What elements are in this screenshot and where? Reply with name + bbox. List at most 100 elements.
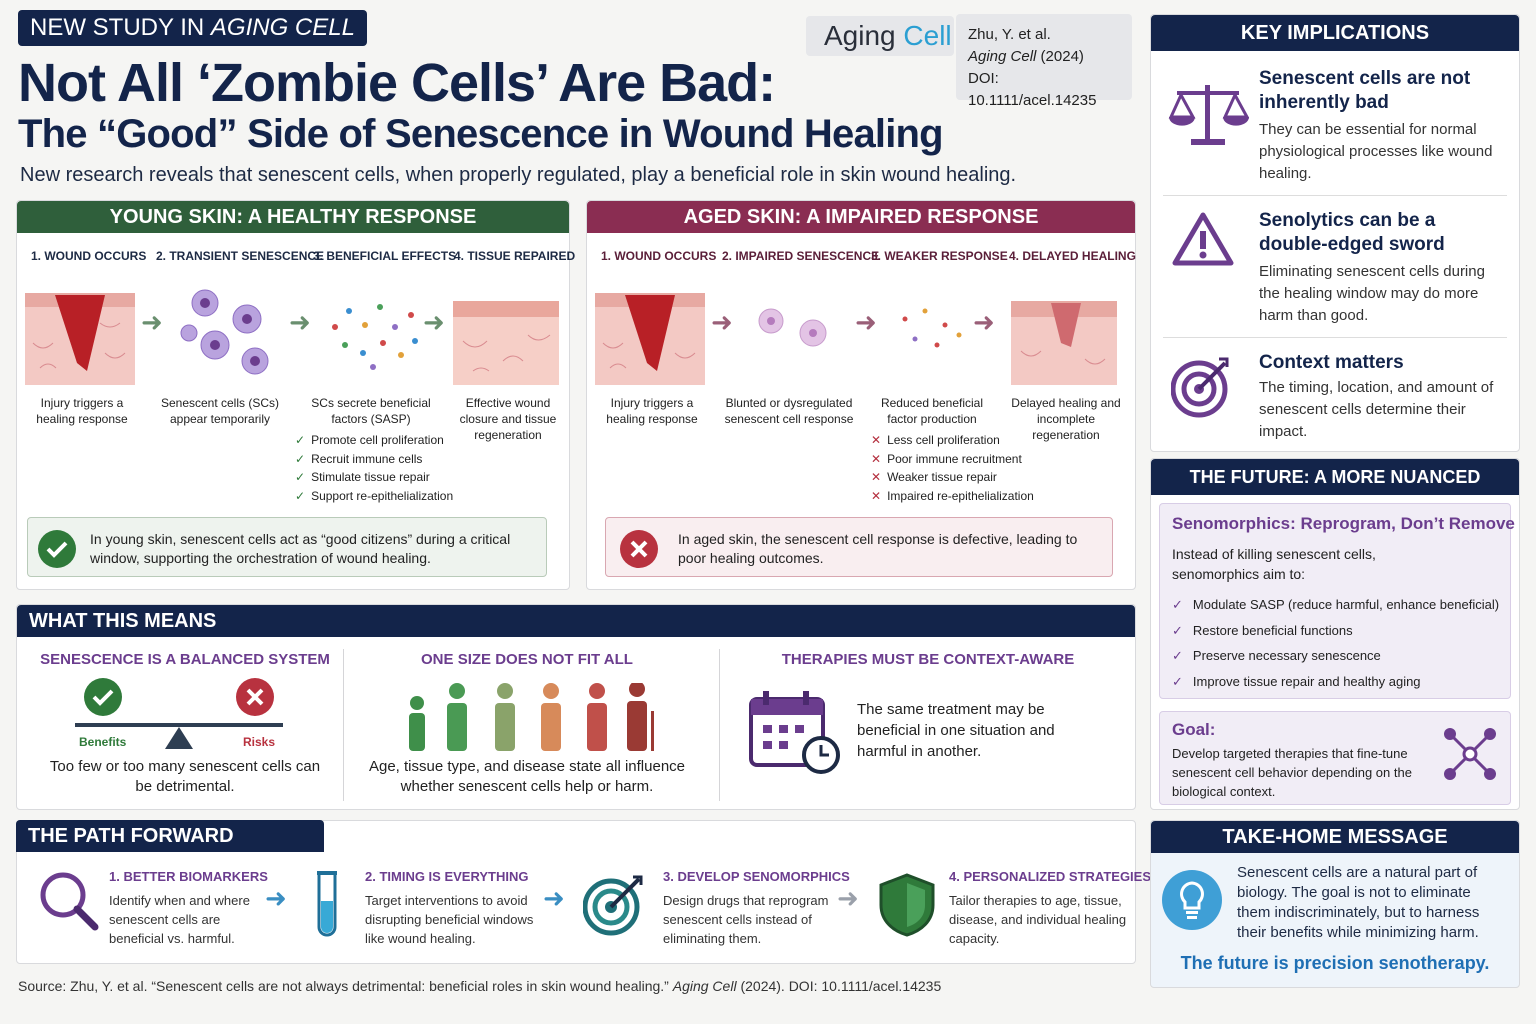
aged-caption-4: Delayed healing and incomplete regenerat… xyxy=(1011,396,1121,442)
goal-box: Goal: Develop targeted therapies that fi… xyxy=(1159,711,1511,805)
balance-seesaw-icon xyxy=(75,678,283,749)
key-implications-title: KEY IMPLICATIONS xyxy=(1151,15,1519,51)
aged-step-1: 1. WOUND OCCURS xyxy=(601,249,717,263)
arrow-icon: ➜ xyxy=(973,307,995,337)
check-circle-icon xyxy=(38,530,76,568)
aged-note-text: In aged skin, the senescent cell respons… xyxy=(678,531,1078,566)
cite-doi: DOI: 10.1111/acel.14235 xyxy=(968,70,1097,109)
target-icon xyxy=(1171,357,1229,418)
young-skin-panel: YOUNG SKIN: A HEALTHY RESPONSE 1. WOUND … xyxy=(16,200,575,590)
arrow-icon: ➜ xyxy=(711,307,733,337)
goal-title: Goal: xyxy=(1172,720,1216,739)
arrow-icon: ➜ xyxy=(837,883,859,913)
goal-text: Develop targeted therapies that fine-tun… xyxy=(1172,746,1412,799)
path-item-3-text: Design drugs that reprogram senescent ce… xyxy=(663,893,829,946)
divider xyxy=(1163,195,1507,196)
path-item-4-title: 4. PERSONALIZED STRATEGIES xyxy=(949,869,1152,884)
means-col2-text: Age, tissue type, and disease state all … xyxy=(368,758,686,795)
aged-caption-3: Reduced beneficial factor production xyxy=(880,396,984,426)
target-icon xyxy=(583,875,643,936)
list-item: ✓Modulate SASP (reduce harmful, enhance … xyxy=(1172,597,1500,612)
future-title: THE FUTURE: A MORE NUANCED APPROACH xyxy=(1151,459,1519,523)
aged-step-4: 4. DELAYED HEALING xyxy=(1009,249,1136,263)
take-home-text: Senescent cells are a natural part of bi… xyxy=(1237,864,1480,941)
reduced-factors-illustration xyxy=(902,308,962,348)
x-circle-icon xyxy=(620,530,658,568)
journal-citation-box: Aging Cell Zhu, Y. et al. Aging Cell (20… xyxy=(806,14,1132,109)
test-tube-icon xyxy=(317,871,337,937)
aged-caption-2: Blunted or dysregulated senescent cell r… xyxy=(724,396,854,426)
implication-2-title: Senolytics can be a double-edged sword xyxy=(1259,210,1445,255)
page-title: Not All ‘Zombie Cells’ Are Bad: xyxy=(18,53,776,113)
aged-step-3: 3. WEAKER RESPONSE xyxy=(871,249,1008,263)
senomorphics-title: Senomorphics: Reprogram, Don’t Remove xyxy=(1172,514,1515,533)
lightbulb-icon xyxy=(1162,870,1222,930)
wound-skin-illustration xyxy=(25,293,135,385)
list-item: ✓Recruit immune cells xyxy=(295,451,423,466)
young-step-4: 4. TISSUE REPAIRED xyxy=(454,249,576,263)
aged-caption-1: Injury triggers a healing response xyxy=(606,396,698,426)
path-item-4-text: Tailor therapies to age, tissue, disease… xyxy=(949,893,1127,946)
cite-authors: Zhu, Y. et al. xyxy=(968,26,1051,43)
shield-icon xyxy=(879,873,935,937)
implication-1-text: They can be essential for normal physiol… xyxy=(1259,121,1493,182)
arrow-icon: ➜ xyxy=(543,883,565,913)
aged-skin-panel: AGED SKIN: A IMPAIRED RESPONSE 1. WOUND … xyxy=(586,200,1136,590)
list-item: ✕Poor immune recruitment xyxy=(871,451,1022,466)
magnifier-icon xyxy=(40,872,99,931)
means-col3-text: The same treatment may be beneficial in … xyxy=(857,701,1055,760)
risks-label: Risks xyxy=(243,735,276,749)
delayed-healing-illustration xyxy=(1011,301,1117,385)
sasp-factors-illustration xyxy=(332,304,418,370)
intro-text: New research reveals that senescent cell… xyxy=(20,164,1017,186)
list-item: ✕Weaker tissue repair xyxy=(871,470,997,484)
aged-step-2: 2. IMPAIRED SENESCENCE xyxy=(722,249,880,263)
take-home-title: TAKE-HOME MESSAGE xyxy=(1151,821,1519,853)
path-forward-panel: THE PATH FORWARD 1. BETTER BIOMARKERS Id… xyxy=(16,820,1151,964)
take-home-tagline: The future is precision senotherapy. xyxy=(1180,953,1490,973)
list-item: ✓Stimulate tissue repair xyxy=(295,470,430,484)
arrow-icon: ➜ xyxy=(265,883,287,913)
young-step-1: 1. WOUND OCCURS xyxy=(31,249,147,263)
list-item: ✕Impaired re-epithelialization xyxy=(871,488,1034,503)
senomorphics-box: Senomorphics: Reprogram, Don’t Remove In… xyxy=(1159,503,1515,699)
scales-icon xyxy=(1168,85,1249,145)
source-citation: Source: Zhu, Y. et al. “Senescent cells … xyxy=(18,978,942,994)
key-implications-panel: KEY IMPLICATIONS Senescent cells are not… xyxy=(1150,14,1520,452)
young-caption-4: Effective wound closure and tissue regen… xyxy=(459,396,557,442)
implication-2-text: Eliminating senescent cells during the h… xyxy=(1259,263,1485,324)
young-caption-2: Senescent cells (SCs) appear temporarily xyxy=(160,396,280,426)
young-caption-1: Injury triggers a healing response xyxy=(36,396,128,426)
citation: Zhu, Y. et al. Aging Cell (2024) DOI: 10… xyxy=(956,14,1132,109)
list-item: ✓Promote cell proliferation xyxy=(295,433,444,447)
young-note-text: In young skin, senescent cells act as “g… xyxy=(90,531,511,566)
arrow-icon: ➜ xyxy=(855,307,877,337)
young-panel-title: YOUNG SKIN: A HEALTHY RESPONSE xyxy=(17,201,569,233)
senomorphics-list: ✓Modulate SASP (reduce harmful, enhance … xyxy=(1172,592,1499,694)
implication-3-text: The timing, location, and amount of sene… xyxy=(1259,379,1494,440)
repaired-skin-illustration xyxy=(453,301,559,385)
arrow-icon: ➜ xyxy=(141,307,163,337)
arrow-icon: ➜ xyxy=(423,307,445,337)
list-item: ✓Support re-epithelialization xyxy=(295,488,454,503)
senomorphics-intro: Instead of killing senescent cells, seno… xyxy=(1172,546,1376,582)
benefits-label: Benefits xyxy=(79,735,127,749)
journal-logo: Aging Cell xyxy=(806,16,954,56)
what-this-means-title: WHAT THIS MEANS xyxy=(17,605,1135,637)
impaired-cells-illustration xyxy=(758,308,827,347)
young-step-3: 3. BENEFICIAL EFFECTS xyxy=(313,249,457,263)
senescent-cells-illustration xyxy=(180,289,269,375)
what-this-means-panel: WHAT THIS MEANS SENESCENCE IS A BALANCED… xyxy=(16,604,1136,810)
aged-note: In aged skin, the senescent cell respons… xyxy=(605,517,1113,577)
list-item: ✓Restore beneficial functions xyxy=(1172,622,1353,638)
page-subtitle: The “Good” Side of Senescence in Wound H… xyxy=(18,112,944,156)
path-item-1-title: 1. BETTER BIOMARKERS xyxy=(109,869,268,884)
path-forward-title: THE PATH FORWARD xyxy=(16,820,324,852)
arrow-icon: ➜ xyxy=(289,307,311,337)
path-item-2-text: Target interventions to avoid disrupting… xyxy=(365,893,534,946)
path-item-2-title: 2. TIMING IS EVERYTHING xyxy=(365,869,529,884)
young-step-2: 2. TRANSIENT SENESCENCE xyxy=(156,249,325,263)
wound-skin-illustration xyxy=(595,293,705,385)
means-col1-text: Too few or too many senescent cells can … xyxy=(49,758,321,795)
list-item: ✕Less cell proliferation xyxy=(871,433,1000,447)
